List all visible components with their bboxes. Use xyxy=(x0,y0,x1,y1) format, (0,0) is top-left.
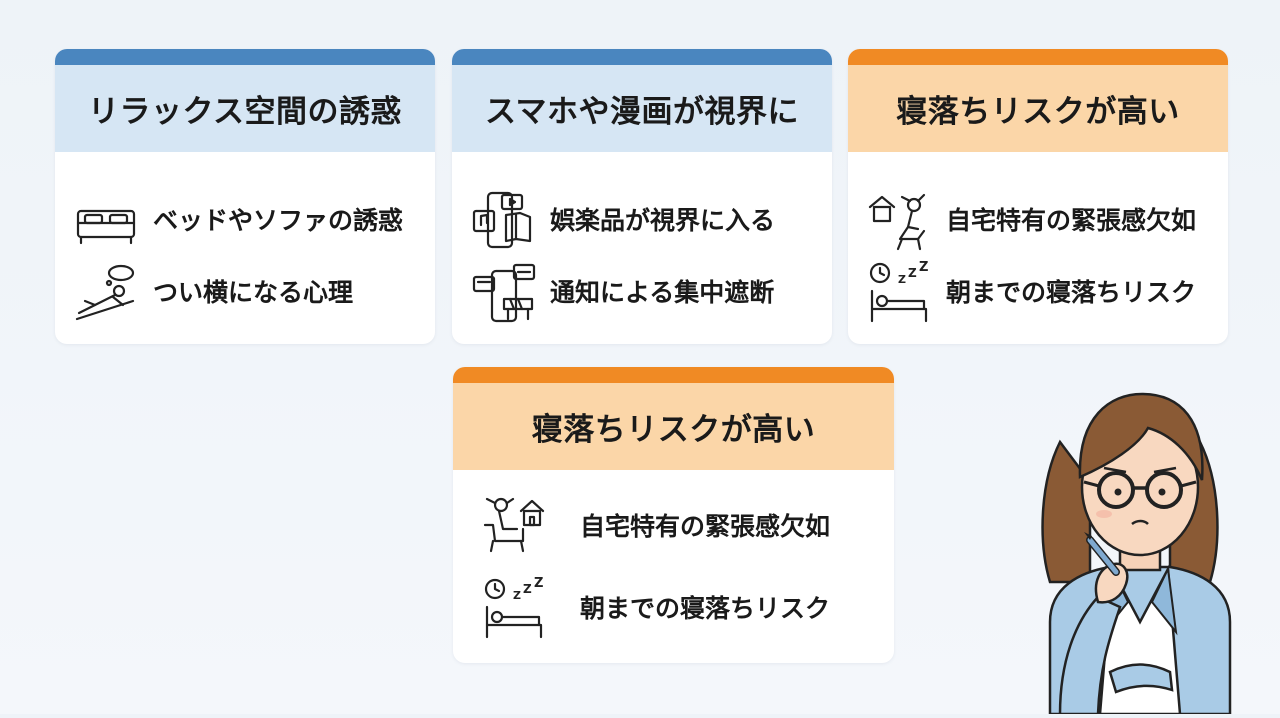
hair-bangs xyxy=(1078,392,1204,481)
item-text: 朝までの寝落ちリスク xyxy=(946,278,1197,307)
svg-text:Z: Z xyxy=(919,261,928,275)
phone-entertainment-icon xyxy=(470,189,536,253)
home-relax-icon xyxy=(481,495,547,559)
card-header: 寝落ちリスクが高い xyxy=(848,65,1228,152)
item-text: 娯楽品が視界に入る xyxy=(550,206,776,235)
svg-text:Z: Z xyxy=(513,589,521,602)
list-item: つい横になる心理 xyxy=(55,255,435,331)
glasses-left xyxy=(1097,471,1135,509)
card-title: 寝落ちリスクが高い xyxy=(896,94,1180,130)
sleep-clock-icon: Z Z Z xyxy=(866,260,932,325)
card-sleep-risk: 寝落ちリスクが高い 自宅特有の緊張感欠如 Z Z Z xyxy=(848,49,1228,344)
svg-text:Z: Z xyxy=(908,266,917,280)
svg-text:Z: Z xyxy=(523,582,532,596)
card-accent-bar xyxy=(848,49,1228,65)
card-accent-bar xyxy=(55,49,435,65)
card-accent-bar xyxy=(453,367,894,383)
card-title: スマホや漫画が視界に xyxy=(484,94,800,130)
hair-back xyxy=(1041,439,1092,584)
item-text: つい横になる心理 xyxy=(153,278,354,307)
card-header: スマホや漫画が視界に xyxy=(452,65,832,152)
svg-text:Z: Z xyxy=(898,273,906,286)
card-sleep-risk-repeat: 寝落ちリスクが高い 自宅特有の緊張感欠如 Z Z Z xyxy=(453,367,894,663)
glasses-right xyxy=(1145,471,1183,509)
card-header: リラックス空間の誘惑 xyxy=(55,65,435,152)
card-accent-bar xyxy=(452,49,832,65)
list-item: 娯楽品が視界に入る xyxy=(452,183,832,259)
sleep-clock-icon: Z Z Z xyxy=(481,576,547,641)
list-item: 自宅特有の緊張感欠如 xyxy=(848,183,1228,259)
card-title: リラックス空間の誘惑 xyxy=(87,94,403,130)
thinking-woman-illustration xyxy=(1020,372,1260,716)
card-phone-manga: スマホや漫画が視界に 娯楽品が視界に入る xyxy=(452,49,832,344)
item-text: ベッドやソファの誘惑 xyxy=(153,206,404,235)
list-item: Z Z Z 朝までの寝落ちリスク xyxy=(848,255,1228,331)
card-title: 寝落ちリスクが高い xyxy=(531,412,816,448)
card-header: 寝落ちリスクが高い xyxy=(453,383,894,470)
item-text: 通知による集中遮断 xyxy=(550,278,775,307)
phone-notification-icon xyxy=(470,261,536,325)
card-relax-space: リラックス空間の誘惑 ベッドやソファの誘惑 つい横にな xyxy=(55,49,435,344)
lying-person-icon xyxy=(73,261,139,325)
svg-text:Z: Z xyxy=(534,577,543,591)
list-item: Z Z Z 朝までの寝落ちリスク xyxy=(453,571,894,647)
bed-icon xyxy=(73,189,139,253)
item-text: 自宅特有の緊張感欠如 xyxy=(580,512,831,541)
home-relax-icon xyxy=(866,189,932,253)
item-text: 自宅特有の緊張感欠如 xyxy=(946,206,1197,235)
list-item: ベッドやソファの誘惑 xyxy=(55,183,435,259)
list-item: 自宅特有の緊張感欠如 xyxy=(453,489,894,565)
item-text: 朝までの寝落ちリスク xyxy=(580,594,831,623)
list-item: 通知による集中遮断 xyxy=(452,255,832,331)
pen-icon xyxy=(1084,532,1120,576)
